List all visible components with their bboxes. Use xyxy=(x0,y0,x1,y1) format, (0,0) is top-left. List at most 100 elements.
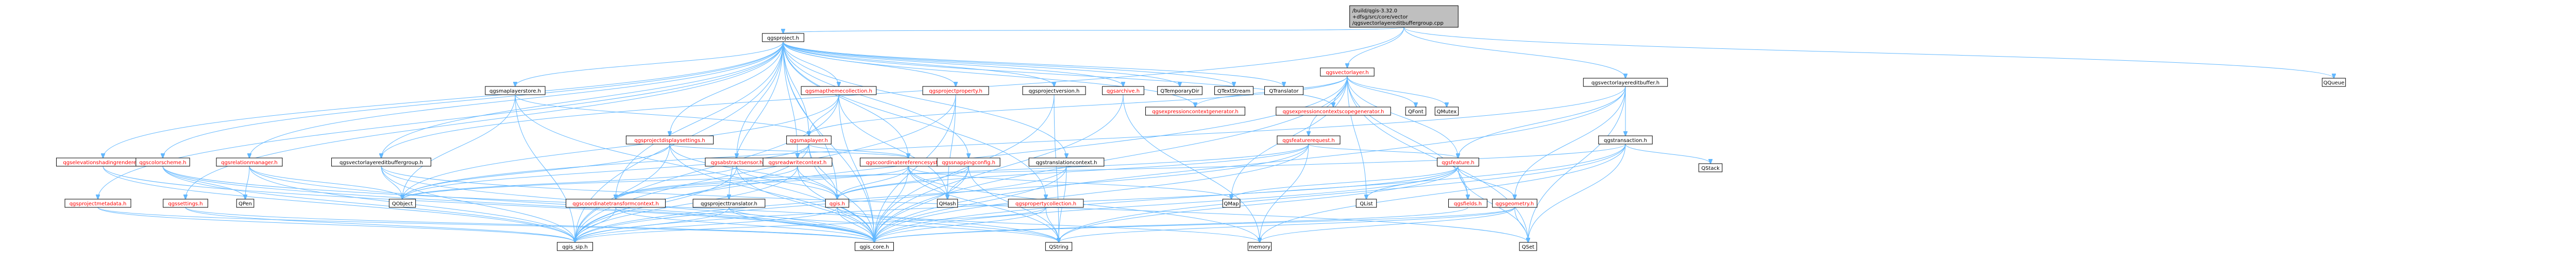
node-qgsprojectversion[interactable]: qgsprojectversion.h xyxy=(1022,86,1086,95)
edge-qgsvectorlayer-to-qgsexpressioncontextscopegenerator xyxy=(1333,76,1348,107)
node-box xyxy=(1434,107,1459,116)
node-label: qgspropertycollection.h xyxy=(1015,201,1076,207)
node-qgsprojectdisplaysettings[interactable]: qgsprojectdisplaysettings.h xyxy=(625,135,714,145)
node-qgsfeature[interactable]: qgsfeature.h xyxy=(1437,157,1479,167)
node-label: qgscoordinatereferencesystem.h xyxy=(866,160,951,166)
node-box xyxy=(388,199,416,208)
edge-qgsproject-to-qgsmaplayerstore xyxy=(515,41,784,86)
edge-qgsvectorlayer-to-qfont xyxy=(1347,76,1416,107)
node-qgstranslationcontext[interactable]: qgstranslationcontext.h xyxy=(1028,157,1105,167)
node-qgssettings[interactable]: qgssettings.h xyxy=(163,199,208,208)
node-qgsabstractsensor[interactable]: qgsabstractsensor.h xyxy=(705,157,769,167)
node-qgscoordinatetransformcontext[interactable]: qgscoordinatetransformcontext.h xyxy=(566,199,666,208)
edge-qgsprojectdisplaysettings-to-qgis_h xyxy=(669,144,837,199)
node-label: qgscoordinatetransformcontext.h xyxy=(572,201,658,207)
edge-root-to-qgsvectorlayer xyxy=(1347,27,1404,68)
node-qgsvectorlayereditbuffergroup[interactable]: qgsvectorlayereditbuffergroup.h xyxy=(331,157,431,167)
node-label: qgis.h xyxy=(829,201,845,207)
node-qgsmaplayerstore[interactable]: qgsmaplayerstore.h xyxy=(485,86,546,95)
edge-qgsmapthemecollection-to-qgsmaplayer xyxy=(809,94,839,136)
node-label: qgsmaplayer.h xyxy=(790,138,828,144)
edge-qgstransaction-to-qobject xyxy=(402,144,1626,199)
node-qset: QSet xyxy=(1519,242,1537,251)
node-qgis_sip[interactable]: qgis_sip.h xyxy=(557,242,593,251)
edge-qgscoordinatereferencesystem-to-qgscoordinatetransformcontext xyxy=(616,166,909,199)
node-qgsfields[interactable]: qgsfields.h xyxy=(1448,199,1487,208)
node-qgsexpressioncontextgenerator[interactable]: qgsexpressioncontextgenerator.h xyxy=(1145,107,1245,116)
node-qgsprojectmetadata[interactable]: qgsprojectmetadata.h xyxy=(64,199,131,208)
edge-qgsfeaturerequest-to-qgis_core xyxy=(874,144,1309,242)
node-qgssnappingconfig[interactable]: qgssnappingconfig.h xyxy=(937,157,1001,167)
node-qgsvectorlayer[interactable]: qgsvectorlayer.h xyxy=(1320,67,1375,77)
node-box xyxy=(331,157,431,167)
node-qgsgeometry[interactable]: qgsgeometry.h xyxy=(1492,199,1537,208)
node-qgsreadwritecontext[interactable]: qgsreadwritecontext.h xyxy=(762,157,833,167)
edge-qgsgeometry-to-memory xyxy=(1260,207,1515,242)
node-box xyxy=(1022,86,1086,95)
edge-qgsprojectproperty-to-qhash xyxy=(947,94,956,199)
edge-qgsmaplayerstore-to-qgis_sip xyxy=(515,94,575,242)
node-label: QTemporaryDir xyxy=(1160,89,1199,94)
edge-qgsfeature-to-qmap xyxy=(1231,166,1459,199)
node-qgsmaplayer[interactable]: qgsmaplayer.h xyxy=(786,135,832,145)
node-qgsarchive[interactable]: qgsarchive.h xyxy=(1102,86,1144,95)
edge-qgsproject-to-qgsmaplayer xyxy=(783,41,809,136)
node-qgsprojectproperty[interactable]: qgsprojectproperty.h xyxy=(922,86,989,95)
edge-qgis_h-to-qstring xyxy=(837,207,1059,242)
node-qgsfeaturerequest[interactable]: qgsfeaturerequest.h xyxy=(1277,135,1341,145)
node-box xyxy=(135,157,190,167)
edge-qgsprojectdisplaysettings-to-qgscoordinatereferencesystem xyxy=(669,144,908,158)
node-qgspropertycollection[interactable]: qgspropertycollection.h xyxy=(1008,199,1084,208)
node-qgsrelationmanager[interactable]: qgsrelationmanager.h xyxy=(216,157,283,167)
edge-qgsvectorlayer-to-qgsfields xyxy=(1347,76,1468,199)
edge-qgsabstractsensor-to-qgis_core xyxy=(736,166,874,242)
node-label: qgsvectorlayer.h xyxy=(1326,70,1368,76)
edge-qgsproject-to-qgscolorscheme xyxy=(163,41,784,158)
edge-qgscolorscheme-to-qpen xyxy=(162,166,245,199)
node-qgsproject[interactable]: qgsproject.h xyxy=(762,33,804,42)
node-box xyxy=(1102,86,1144,95)
node-box xyxy=(1045,242,1073,251)
node-qobject: QObject xyxy=(388,199,416,208)
edge-qgsrelationmanager-to-qpen xyxy=(245,166,250,199)
node-box xyxy=(1698,163,1723,172)
node-qtemporarydir: QTemporaryDir xyxy=(1157,86,1202,95)
node-qgsprojecttranslator[interactable]: qgsprojecttranslator.h xyxy=(692,199,766,208)
node-label: qgis_core.h xyxy=(860,244,889,250)
node-label: qgsprojectdisplaysettings.h xyxy=(634,138,705,144)
edge-qgsmaplayerstore-to-qobject xyxy=(402,94,516,199)
node-qgsvectorlayereditbuffer[interactable]: qgsvectorlayereditbuffer.h xyxy=(1583,78,1668,87)
edge-qgsproject-to-qgsvectorlayereditbuffergroup xyxy=(381,41,784,158)
edge-qgsvectorlayereditbuffer-to-qobject xyxy=(402,86,1626,199)
edge-qgsproject-to-qtemporarydir xyxy=(783,41,1180,86)
node-box xyxy=(1598,135,1653,145)
node-label: qgsexpressioncontextgenerator.h xyxy=(1152,109,1239,115)
node-box xyxy=(557,242,593,251)
node-qpen: QPen xyxy=(236,199,255,208)
node-qqueue: QQueue xyxy=(2321,78,2346,87)
node-label: memory xyxy=(1249,244,1270,250)
node-qgis_h[interactable]: qgis.h xyxy=(825,199,850,208)
edge-qgsarchive-to-qgis_core xyxy=(874,94,1124,242)
node-label: QQueue xyxy=(2324,80,2345,86)
node-qstring: QString xyxy=(1045,242,1073,251)
edge-qgis_h-to-memory xyxy=(837,207,1260,242)
node-qgscolorscheme[interactable]: qgscolorscheme.h xyxy=(135,157,190,167)
node-qgsmapthemecollection[interactable]: qgsmapthemecollection.h xyxy=(801,86,877,95)
node-box xyxy=(1448,199,1487,208)
node-box xyxy=(1320,67,1375,77)
edge-qgsprojectdisplaysettings-to-qobject xyxy=(402,144,670,199)
edge-qgsproject-to-qgssettings xyxy=(185,41,784,199)
edge-qgsvectorlayereditbuffer-to-qset xyxy=(1528,86,1626,242)
node-qfont: QFont xyxy=(1405,107,1427,116)
root-node-label-line: /qgsvectorlayereditbuffergroup.cpp xyxy=(1352,21,1444,26)
edge-qgspropertycollection-to-qgis_core xyxy=(874,207,1046,242)
node-label: QList xyxy=(1360,201,1372,207)
edge-qgsfeature-to-qgsgeometry xyxy=(1458,166,1515,199)
node-label: qgsprojecttranslator.h xyxy=(701,201,757,207)
node-qgstransaction[interactable]: qgstransaction.h xyxy=(1598,135,1653,145)
edge-qgsprojecttranslator-to-qgis_sip xyxy=(575,207,730,242)
node-qgsexpressioncontextscopegenerator[interactable]: qgsexpressioncontextscopegenerator.h xyxy=(1276,107,1391,116)
edge-qgsfeaturerequest-to-qgsfeature xyxy=(1308,144,1458,158)
